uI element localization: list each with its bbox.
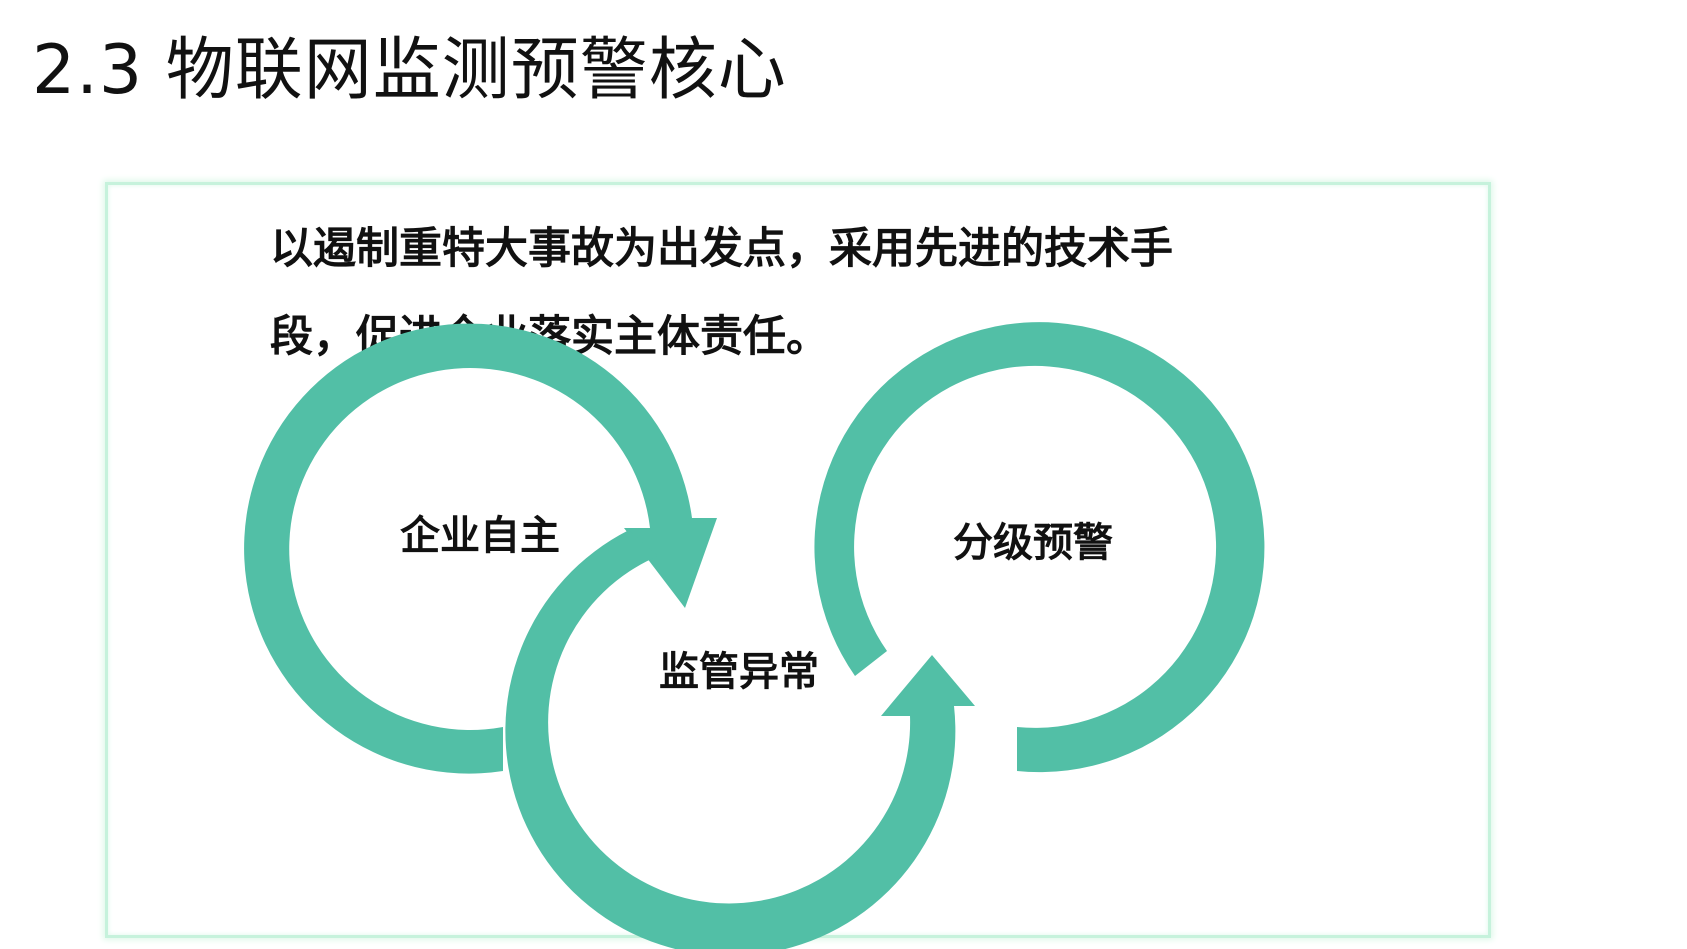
stage-label-3: 分级预警 bbox=[953, 520, 1113, 566]
cycle-arrow-middle bbox=[505, 530, 975, 949]
intro-line-1: 以遏制重特大事故为出发点，采用先进的技术手 bbox=[270, 224, 1173, 274]
slide-title: 2.3 物联网监测预警核心 bbox=[32, 31, 787, 110]
stage-label-2: 监管异常 bbox=[659, 649, 819, 695]
cycle-arrows bbox=[244, 322, 1265, 949]
stage-label-1: 企业自主 bbox=[400, 513, 560, 559]
